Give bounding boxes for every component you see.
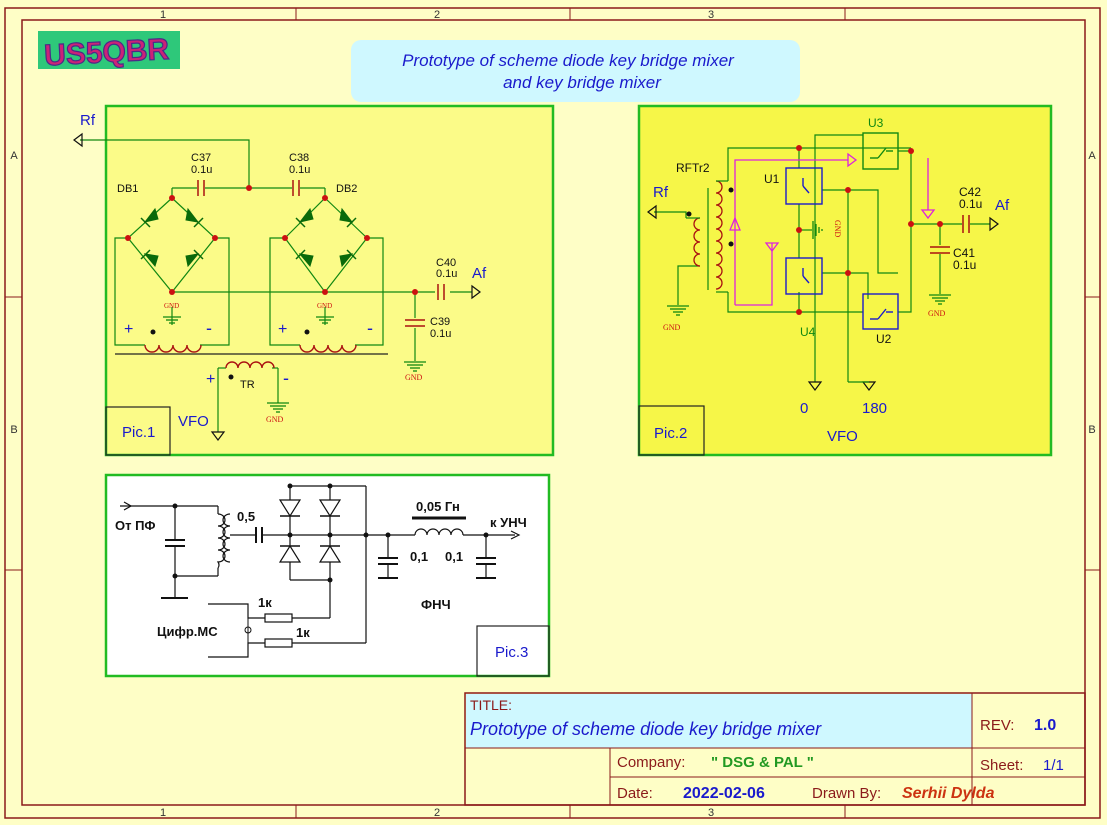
date-label: Date:	[617, 785, 653, 802]
pic1-rf-label: Rf	[80, 112, 96, 129]
drawn-label: Drawn By:	[812, 785, 881, 802]
pic2-phase-0: 0	[800, 400, 808, 417]
pic1-c39-value: 0.1u	[430, 328, 451, 340]
logo-text: US5QBR	[43, 33, 170, 73]
pic1-c40-value: 0.1u	[436, 268, 457, 280]
pic1-af-label: Af	[472, 265, 487, 282]
row-label-b-right: B	[1088, 424, 1095, 436]
pic1-plus-1: +	[124, 321, 133, 338]
pic2-u1-label: U1	[764, 172, 780, 186]
col-label-1-top: 1	[160, 9, 166, 21]
pic3-r1-label: 1к	[258, 595, 272, 610]
pic1-c37-label: C37	[191, 152, 211, 164]
col-label-2-bottom: 2	[434, 807, 440, 819]
pic2-u2-label: U2	[876, 332, 892, 346]
pic1-caption: Pic.1	[122, 424, 155, 441]
title-label: TITLE:	[470, 697, 512, 713]
pic3-cap-05-label: 0,5	[237, 509, 255, 524]
col-label-3-top: 3	[708, 9, 714, 21]
pic2-c41-label: C41	[953, 246, 975, 260]
pic2-rf-label: Rf	[653, 184, 669, 201]
pic1-vfo-label: VFO	[178, 413, 209, 430]
pic1-gnd-2: GND	[317, 302, 332, 310]
pic1-minus-tr: -	[283, 368, 289, 388]
pic1-c38-label: C38	[289, 152, 309, 164]
pic1-gnd-4: GND	[266, 415, 284, 424]
pic1-c40-label: C40	[436, 257, 456, 269]
col-label-3-bottom: 3	[708, 807, 714, 819]
pic1-c38-value: 0.1u	[289, 164, 310, 176]
company-value: " DSG & PAL "	[711, 754, 814, 771]
row-label-a-left: A	[10, 150, 18, 162]
sheet-value: 1/1	[1043, 757, 1064, 774]
pic3-to-unch-label: к УНЧ	[490, 515, 527, 530]
title-block: TITLE: Prototype of scheme diode key bri…	[464, 692, 1086, 806]
header-line1: Prototype of scheme diode key bridge mix…	[402, 51, 735, 70]
drawn-value: Serhii Dylda	[902, 785, 995, 802]
company-label: Company:	[617, 754, 685, 771]
date-value: 2022-02-06	[683, 785, 765, 802]
pic1-minus-2: -	[367, 318, 373, 338]
pic3-cap-01b-label: 0,1	[445, 549, 463, 564]
pic3-r2-label: 1к	[296, 625, 310, 640]
rev-label: REV:	[980, 717, 1014, 734]
pic2-c42-value: 0.1u	[959, 197, 982, 211]
pic1-panel: Pic.1	[73, 104, 555, 457]
pic3-from-pf-label: От ПФ	[115, 518, 156, 533]
pic1-gnd-3: GND	[405, 373, 423, 382]
col-label-2-top: 2	[434, 9, 440, 21]
pic2-vfo-label: VFO	[827, 428, 858, 445]
pic2-gnd-1: GND	[663, 323, 681, 332]
pic2-panel: Pic.2	[637, 104, 1053, 457]
pic1-tr-label: TR	[240, 379, 255, 391]
header-box: Prototype of scheme diode key bridge mix…	[351, 40, 800, 102]
col-label-1-bottom: 1	[160, 807, 166, 819]
pic2-caption: Pic.2	[654, 425, 687, 442]
pic1-plus-2: +	[278, 321, 287, 338]
pic1-db1-label: DB1	[117, 183, 138, 195]
pic2-c41-value: 0.1u	[953, 258, 976, 272]
pic2-gnd-2: GND	[928, 309, 946, 318]
pic1-c39-label: C39	[430, 316, 450, 328]
pic2-rftr2-label: RFTr2	[676, 161, 710, 175]
sheet-label: Sheet:	[980, 757, 1023, 774]
logo: US5QBR	[38, 31, 180, 73]
pic2-phase-180: 180	[862, 400, 887, 417]
header-line2: and key bridge mixer	[503, 73, 662, 92]
title-value: Prototype of scheme diode key bridge mix…	[470, 719, 822, 739]
pic2-af-label: Af	[995, 197, 1010, 214]
row-label-b-left: B	[10, 424, 17, 436]
pic3-digital-label: Цифр.МС	[157, 624, 218, 639]
pic2-gnd-3: GND	[833, 220, 842, 238]
pic2-u3-label: U3	[868, 116, 884, 130]
pic1-db2-label: DB2	[336, 183, 357, 195]
rev-value: 1.0	[1034, 717, 1056, 734]
pic2-u4-label: U4	[800, 325, 816, 339]
pic3-inductor-label: 0,05 Гн	[416, 499, 460, 514]
pic3-panel: Pic.3	[104, 473, 551, 678]
pic1-gnd-1: GND	[164, 302, 179, 310]
pic1-plus-tr: +	[206, 371, 215, 388]
pic2-c42-label: C42	[959, 185, 981, 199]
row-label-a-right: A	[1088, 150, 1096, 162]
pic3-fnch-label: ФНЧ	[421, 597, 451, 612]
pic3-cap-01a-label: 0,1	[410, 549, 428, 564]
pic3-caption: Pic.3	[495, 644, 528, 661]
pic1-minus-1: -	[206, 318, 212, 338]
pic1-c37-value: 0.1u	[191, 164, 212, 176]
